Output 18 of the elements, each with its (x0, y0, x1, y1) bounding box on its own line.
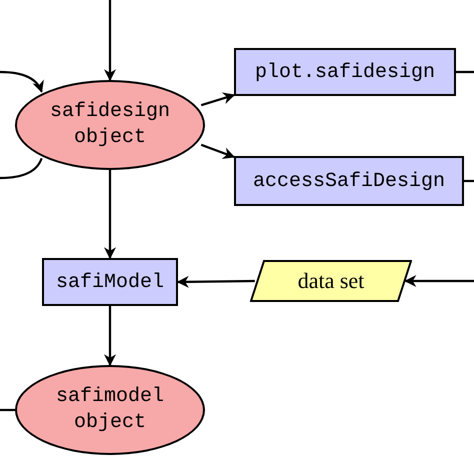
node-label: data set (298, 267, 364, 295)
node-label: safiModel (56, 270, 164, 294)
function-box (234, 156, 464, 206)
data-parallelogram (250, 260, 412, 302)
node-label: safidesign object (48, 99, 172, 151)
function-box (42, 258, 178, 306)
function-box (234, 48, 456, 96)
arrow (104, 170, 116, 260)
arrow (104, 306, 116, 366)
arrow (404, 275, 474, 287)
node-label: accessSafiDesign (252, 168, 446, 194)
node-label: plot.safidesign (254, 60, 436, 84)
node-label: safimodel object (54, 384, 166, 436)
arrow (0, 70, 44, 93)
arrow (104, 0, 116, 82)
arrow (200, 144, 236, 159)
arrow (200, 92, 236, 106)
arrow (176, 276, 255, 288)
